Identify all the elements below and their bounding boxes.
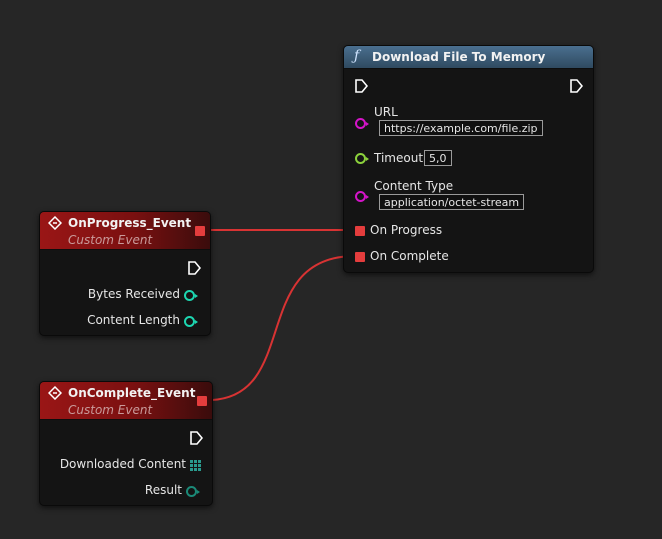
result-pin[interactable] bbox=[186, 486, 200, 497]
delegate-out-pin[interactable] bbox=[197, 396, 207, 406]
node-header[interactable]: OnComplete_Event Custom Event bbox=[40, 382, 212, 420]
on-progress-label: On Progress bbox=[370, 223, 443, 237]
on-progress-pin[interactable] bbox=[355, 226, 365, 236]
downloaded-content-label: Downloaded Content bbox=[59, 457, 186, 471]
result-label: Result bbox=[144, 483, 182, 497]
on-complete-label: On Complete bbox=[370, 249, 449, 263]
array-grid-icon[interactable] bbox=[190, 460, 201, 471]
node-header[interactable]: OnProgress_Event Custom Event bbox=[40, 212, 210, 250]
exec-out-pin[interactable] bbox=[189, 431, 203, 445]
on-complete-pin[interactable] bbox=[355, 252, 365, 262]
delegate-out-pin[interactable] bbox=[195, 226, 205, 236]
timeout-label: Timeout bbox=[374, 151, 424, 165]
content-type-pin[interactable] bbox=[355, 191, 369, 202]
url-label: URL bbox=[374, 105, 398, 119]
node-subtitle: Custom Event bbox=[68, 403, 153, 417]
bytes-received-label: Bytes Received bbox=[87, 287, 180, 301]
timeout-input[interactable]: 5,0 bbox=[424, 150, 452, 166]
node-header[interactable]: ƒ Download File To Memory bbox=[344, 46, 593, 69]
node-title: Download File To Memory bbox=[372, 50, 546, 64]
function-f-icon: ƒ bbox=[354, 48, 360, 64]
exec-out-pin[interactable] bbox=[187, 261, 201, 275]
content-length-pin[interactable] bbox=[184, 316, 198, 327]
event-diamond-icon bbox=[48, 216, 62, 230]
url-input[interactable]: https://example.com/file.zip bbox=[379, 120, 543, 136]
node-title: OnProgress_Event bbox=[68, 216, 192, 230]
wire-on-complete bbox=[211, 255, 356, 401]
content-type-input[interactable]: application/octet-stream bbox=[379, 194, 525, 210]
exec-in-pin[interactable] bbox=[354, 79, 368, 93]
timeout-pin[interactable] bbox=[355, 153, 369, 164]
exec-out-pin[interactable] bbox=[569, 79, 583, 93]
node-subtitle: Custom Event bbox=[68, 233, 153, 247]
node-title: OnComplete_Event bbox=[68, 386, 196, 400]
content-type-label: Content Type bbox=[374, 179, 454, 193]
bytes-received-pin[interactable] bbox=[184, 290, 198, 301]
on-complete-event-node[interactable]: OnComplete_Event Custom Event Downloaded… bbox=[39, 381, 213, 506]
on-progress-event-node[interactable]: OnProgress_Event Custom Event Bytes Rece… bbox=[39, 211, 211, 336]
download-file-node[interactable]: ƒ Download File To Memory URL https://ex… bbox=[343, 45, 594, 273]
url-pin[interactable] bbox=[355, 118, 369, 129]
content-length-label: Content Length bbox=[87, 313, 180, 327]
event-diamond-icon bbox=[48, 386, 62, 400]
